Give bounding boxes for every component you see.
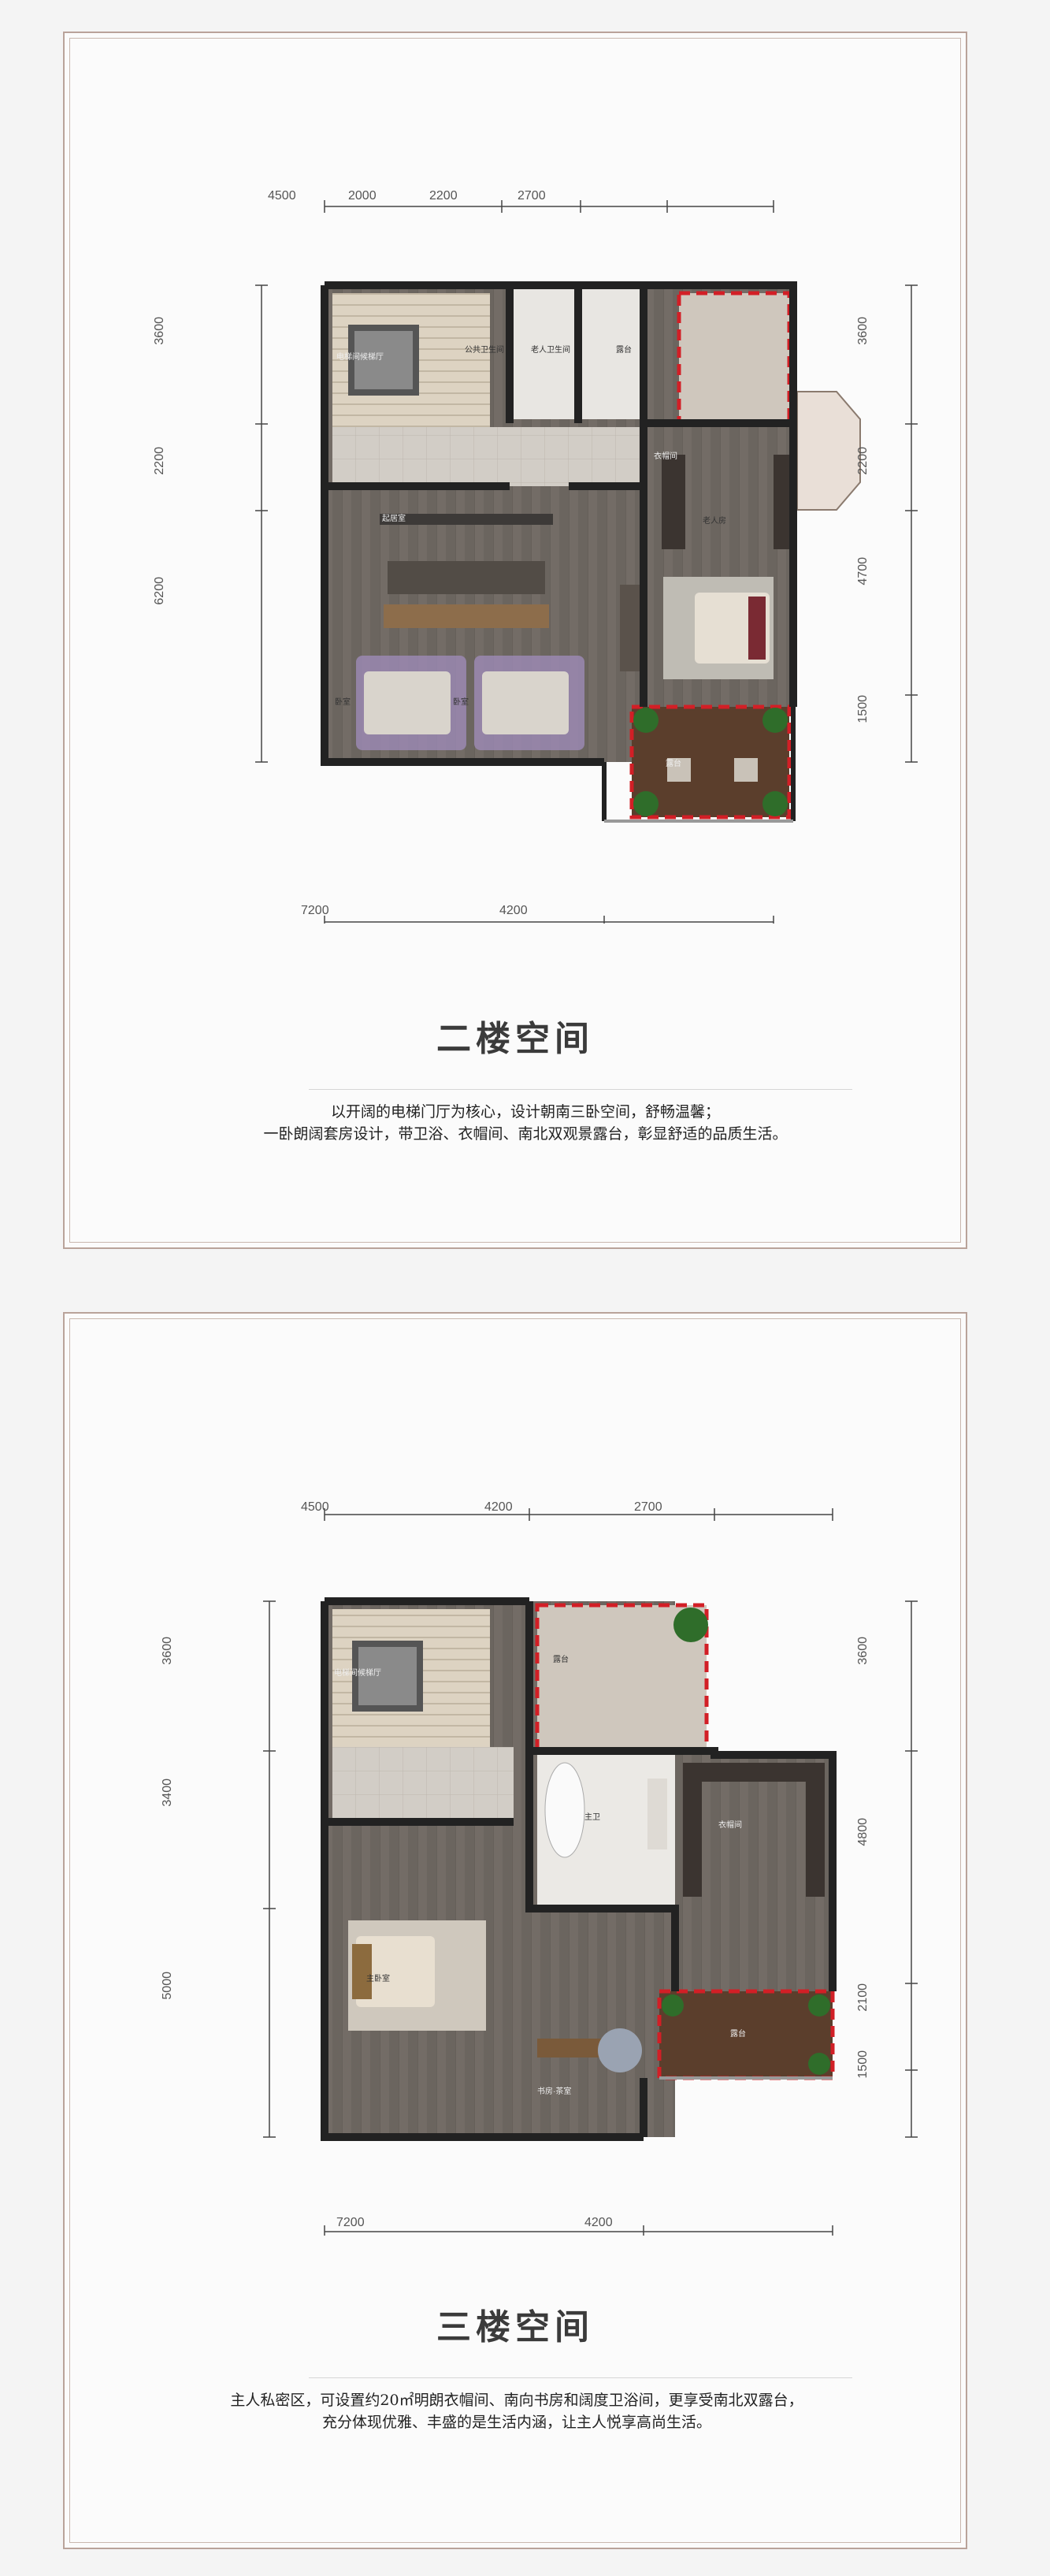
f2-dim-top-1: 4500 [268, 189, 296, 203]
f3-label-master: 主卧室 [366, 1975, 390, 1983]
f3-dim-left-3: 5000 [161, 1972, 174, 2000]
f3-label-elevator: 电梯间候梯厅 [334, 1669, 381, 1678]
f3-label-terrace-s: 露台 [730, 2030, 746, 2039]
f3-label-terrace-n: 露台 [553, 1656, 569, 1664]
f2-dim-left-1: 3600 [153, 317, 166, 345]
f2-dim-bottom-2: 4200 [499, 904, 528, 917]
f3-dim-right-2: 4800 [856, 1818, 870, 1846]
f3-dim-bottom-1: 7200 [336, 2216, 365, 2229]
f3-dim-top-3: 2700 [634, 1500, 662, 1514]
f3-dim-left-2: 3400 [161, 1779, 174, 1807]
f2-label-bed-b: 卧室 [453, 698, 469, 707]
f2-dim-right-4: 1500 [856, 695, 870, 723]
f3-label-study: 书房·茶室 [537, 2087, 572, 2096]
floor3-panel: 4500 4200 2700 7200 4200 3600 3400 5000 … [63, 1312, 967, 2549]
f2-dim-left-3: 6200 [153, 577, 166, 605]
f2-dim-right-1: 3600 [856, 317, 870, 345]
f2-label-terrace-s: 露台 [666, 760, 681, 768]
floor2-desc-line1: 以开阔的电梯门厅为核心，设计朝南三卧空间，舒畅温馨； [330, 1103, 720, 1121]
f2-label-walkin: 衣帽间 [654, 452, 677, 461]
f3-dim-right-3: 2100 [856, 1983, 870, 2012]
f2-label-elevator: 电梯间候梯厅 [336, 353, 384, 362]
f2-dim-top-2: 2000 [348, 189, 377, 203]
f2-label-elder-bed: 老人房 [703, 517, 726, 526]
floor3-title: 三楼空间 [436, 2308, 594, 2347]
floor2-panel: 4500 2000 2200 2700 7200 4200 3600 2200 … [63, 32, 967, 1249]
f2-dim-left-2: 2200 [153, 447, 166, 475]
f3-label-walkin: 衣帽间 [718, 1821, 742, 1830]
f2-label-public-bath: 公共卫生间 [465, 346, 504, 355]
floor3-desc-line1: 主人私密区，可设置约20㎡明朗衣帽间、南向书房和阔度卫浴间，更享受南北双露台， [230, 2392, 803, 2409]
f3-dim-left-1: 3600 [161, 1637, 174, 1665]
floor3-plan [263, 1508, 918, 2236]
f2-label-hall: 起居室 [382, 515, 406, 523]
floor2-plan [255, 200, 918, 924]
floor3-divider [309, 2377, 852, 2378]
f2-label-terrace-n: 露台 [616, 346, 632, 355]
f2-dim-right-2: 2200 [856, 447, 870, 475]
f2-dim-top-4: 2700 [518, 189, 546, 203]
f2-dim-top-3: 2200 [429, 189, 458, 203]
f2-label-bed-a: 卧室 [335, 698, 351, 707]
f3-dim-right-1: 3600 [856, 1637, 870, 1665]
f3-dim-top-1: 4500 [301, 1500, 329, 1514]
floor2-title: 二楼空间 [436, 1020, 594, 1058]
f2-label-elder-bath: 老人卫生间 [531, 346, 570, 355]
f2-dim-right-3: 4700 [856, 557, 870, 585]
floor2-desc-line2: 一卧朗阔套房设计，带卫浴、衣帽间、南北双观景露台，彰显舒适的品质生活。 [263, 1125, 788, 1143]
f3-dim-right-4: 1500 [856, 2050, 870, 2079]
f3-dim-top-2: 4200 [484, 1500, 513, 1514]
f3-label-bath: 主卫 [584, 1813, 600, 1822]
floor2-divider [309, 1089, 852, 1090]
floor3-desc-line2: 充分体现优雅、丰盛的是生活内涵，让主人悦享高尚生活。 [321, 2414, 711, 2431]
f2-dim-bottom-1: 7200 [301, 904, 329, 917]
f3-dim-bottom-2: 4200 [584, 2216, 613, 2229]
